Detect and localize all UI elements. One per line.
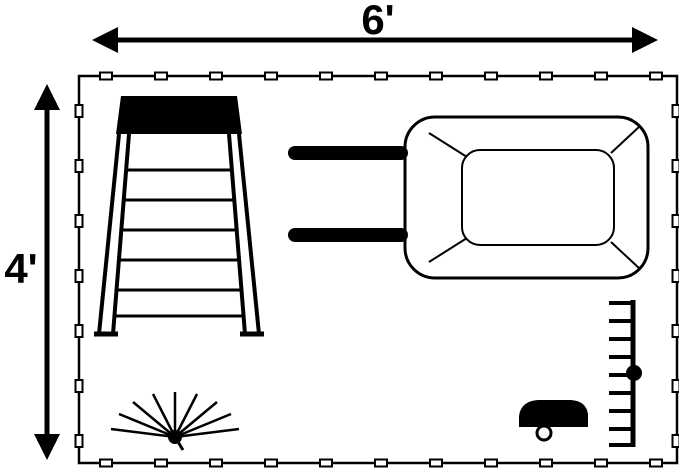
tile-edge-notches-bottom (99, 458, 663, 468)
arrow-up-head-icon (34, 84, 60, 110)
tile-edge-notches-right (671, 104, 679, 448)
tile-edge-notches-top (99, 71, 663, 81)
fan-rake-icon (110, 392, 240, 451)
arrow-left-head-icon (92, 27, 118, 53)
tile-area-border (74, 71, 679, 468)
wheelbarrow-icon (288, 115, 650, 280)
arrow-down-head-icon (34, 434, 60, 460)
width-dimension-arrow (92, 27, 658, 53)
height-dimension-arrow (34, 84, 60, 460)
step-ladder-icon (94, 96, 264, 337)
tile-edge-notches-left (74, 104, 84, 448)
width-dimension-label: 6' (361, 0, 394, 43)
wheeled-blower-icon (519, 400, 588, 442)
arrow-right-head-icon (632, 27, 658, 53)
garden-rake-icon (609, 300, 642, 447)
height-dimension-label: 4' (4, 245, 37, 292)
